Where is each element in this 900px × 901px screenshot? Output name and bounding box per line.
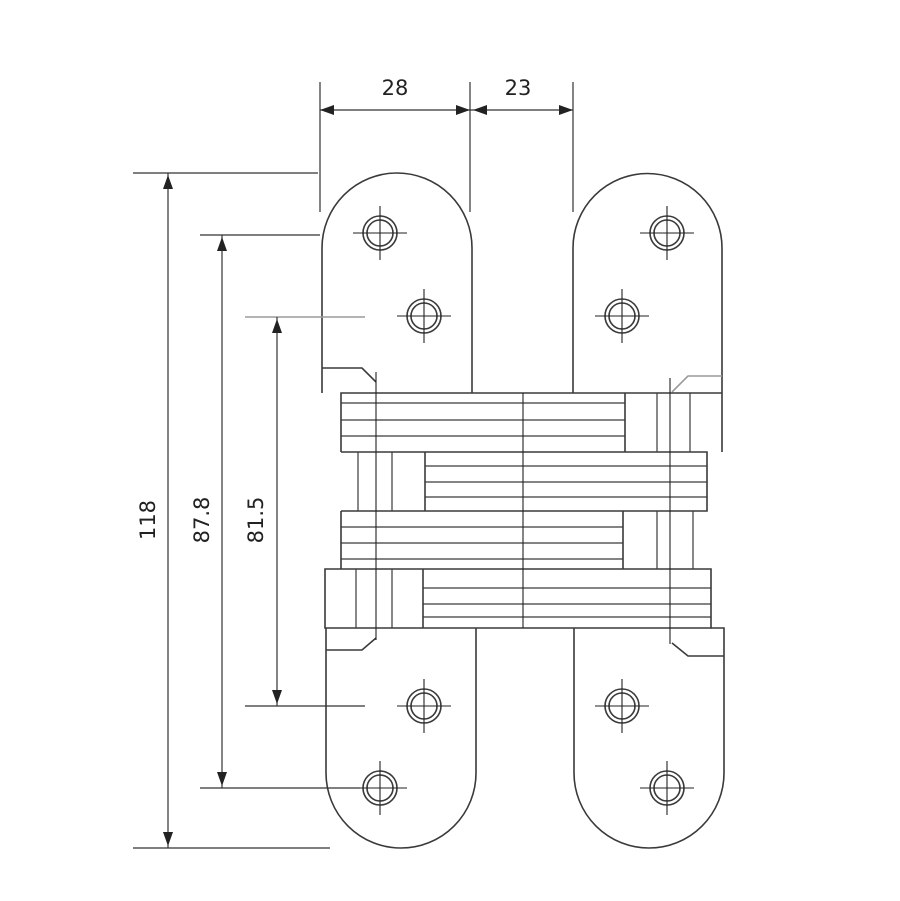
top-left-leaf xyxy=(321,172,473,393)
screw-hole-icon xyxy=(640,761,694,815)
bottom-left-leaf xyxy=(325,628,477,849)
dim-23-label: 23 xyxy=(505,76,532,100)
dimension-horizontal: 28 23 xyxy=(319,76,574,212)
dim-87-8-label: 87.8 xyxy=(190,497,214,544)
bottom-right-leaf xyxy=(573,627,725,849)
screw-holes xyxy=(353,206,694,815)
dim-28-label: 28 xyxy=(382,76,409,100)
screw-hole-icon xyxy=(397,289,451,343)
dim-81-5-label: 81.5 xyxy=(244,497,268,544)
top-right-leaf xyxy=(572,172,723,452)
top-right-notch xyxy=(671,375,722,393)
screw-hole-icon xyxy=(353,761,407,815)
bottom-left-notch xyxy=(326,637,377,651)
dim-118-label: 118 xyxy=(136,500,160,540)
top-left-notch xyxy=(322,367,377,383)
screw-hole-icon xyxy=(640,206,694,260)
knuckle-assembly xyxy=(324,372,722,644)
dimension-vertical: 118 87.8 81.5 xyxy=(133,172,365,849)
screw-hole-icon xyxy=(595,679,649,733)
screw-hole-icon xyxy=(397,679,451,733)
screw-hole-icon xyxy=(353,206,407,260)
bottom-right-notch xyxy=(671,642,724,657)
screw-hole-icon xyxy=(595,289,649,343)
